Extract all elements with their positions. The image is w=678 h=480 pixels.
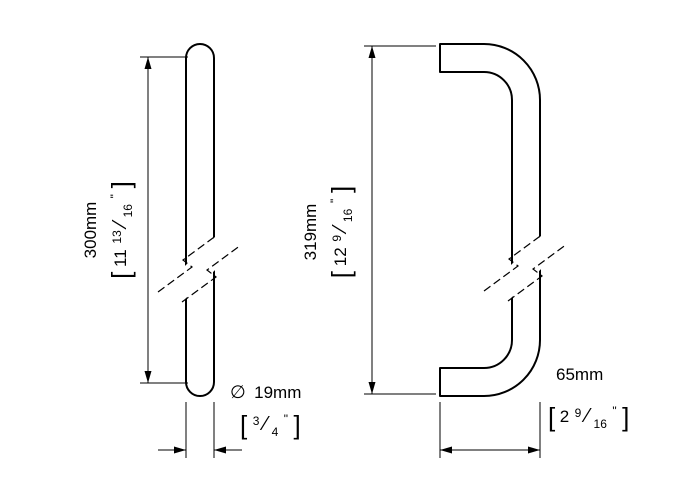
bracket-close: ] bbox=[622, 402, 629, 432]
inch-mark: " bbox=[328, 199, 342, 203]
fraction-slash: ⁄ bbox=[109, 219, 131, 230]
fraction-whole: 2 bbox=[560, 407, 569, 426]
dim-diameter-metric-label: ∅ 19mm bbox=[230, 382, 301, 402]
dim-side-length-imperial-label: [ 11 13 ⁄ 16 " ] bbox=[104, 181, 136, 279]
dim-depth-metric-label: 65mm bbox=[556, 365, 603, 384]
arrowhead-side-top bbox=[144, 57, 152, 69]
diameter-symbol: ∅ bbox=[230, 382, 246, 402]
dim-front-length-imperial-label: [ 12 9 ⁄ 16 " ] bbox=[324, 186, 356, 278]
side-view-outline bbox=[185, 43, 215, 397]
fraction-numerator: 9 bbox=[330, 235, 344, 242]
arrowhead-diameter-left bbox=[174, 446, 186, 454]
side-view-break-line-upper bbox=[157, 234, 218, 293]
fraction-whole: 12 bbox=[331, 247, 350, 266]
front-view-break-mask bbox=[484, 234, 567, 301]
fraction-slash: ⁄ bbox=[329, 224, 351, 235]
fraction-whole: 11 bbox=[111, 249, 130, 267]
dim-front-length-metric-label: 319mm bbox=[301, 204, 320, 261]
arrowhead-front-bottom bbox=[368, 382, 376, 394]
fraction-denominator: 4 bbox=[272, 425, 279, 439]
fraction-denominator: 16 bbox=[121, 204, 135, 218]
arrowhead-front-top bbox=[368, 46, 376, 58]
front-view-break-line-upper bbox=[483, 233, 544, 292]
side-view-break-line-lower bbox=[181, 244, 242, 303]
diameter-value: 19mm bbox=[254, 383, 301, 402]
arrowhead-side-bottom bbox=[144, 371, 152, 383]
front-view-outline bbox=[439, 43, 541, 397]
arrowhead-depth-right bbox=[528, 446, 540, 454]
bracket-close: ] bbox=[293, 410, 300, 440]
inch-mark: " bbox=[612, 404, 616, 418]
fraction-slash: ⁄ bbox=[259, 413, 270, 435]
dim-diameter-imperial-label: [ 3 ⁄ 4 " ] bbox=[240, 410, 301, 440]
fraction-numerator: 13 bbox=[110, 230, 124, 244]
dim-side-length-metric-label: 300mm bbox=[81, 202, 100, 259]
bracket-open: [ bbox=[106, 271, 136, 279]
fraction-numerator: 9 bbox=[575, 406, 582, 420]
bracket-open: [ bbox=[326, 270, 356, 278]
dim-depth-imperial-label: [ 2 9 ⁄ 16 " ] bbox=[548, 402, 629, 432]
bracket-open: [ bbox=[240, 410, 248, 440]
bracket-close: ] bbox=[326, 186, 356, 193]
bracket-open: [ bbox=[548, 402, 556, 432]
arrowhead-depth-left bbox=[440, 446, 452, 454]
fraction-numerator: 3 bbox=[253, 414, 260, 428]
arrowhead-diameter-right bbox=[214, 446, 226, 454]
inch-mark: " bbox=[284, 412, 288, 426]
front-view-break-line-lower bbox=[507, 243, 568, 302]
fraction-slash: ⁄ bbox=[581, 405, 592, 427]
side-view-break-mask bbox=[158, 235, 241, 302]
fraction-denominator: 16 bbox=[341, 208, 355, 222]
inch-mark: " bbox=[108, 194, 122, 198]
bracket-close: ] bbox=[106, 181, 136, 188]
fraction-denominator: 16 bbox=[594, 417, 608, 431]
